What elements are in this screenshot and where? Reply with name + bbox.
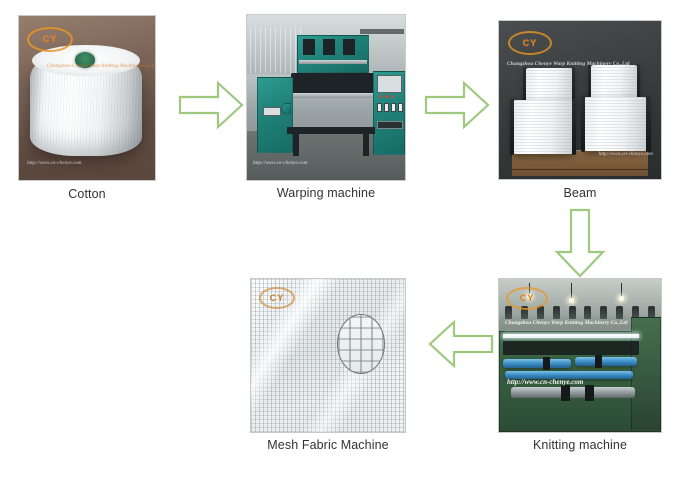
- control-knob[interactable]: [384, 103, 389, 112]
- step-mesh-fabric-machine[interactable]: CY Mesh Fabric Machine: [250, 278, 406, 452]
- creel-rack: [250, 27, 304, 73]
- table-leg-left: [293, 134, 299, 156]
- hmi-touchscreen[interactable]: [377, 75, 402, 93]
- yarn-cone: [616, 306, 624, 319]
- yarn-cone: [647, 306, 655, 319]
- cone-center-hole: [75, 51, 96, 68]
- warping-machine-photo: http://www.cn-chenye.com: [246, 14, 406, 181]
- drum-shaft: [287, 93, 379, 98]
- watermark-company-text: Changzhou Chenye Warp Knitting Machinery…: [47, 64, 156, 69]
- upper-roller-left: [303, 39, 315, 55]
- watermark-url-text: http://www.cn-chenye.com: [27, 161, 82, 166]
- arrow-beam-to-knitting: [552, 208, 608, 278]
- rear-rail: [360, 29, 404, 34]
- takeup-bracket: [585, 385, 594, 401]
- step-warping-machine[interactable]: http://www.cn-chenye.com Warping machine: [246, 14, 406, 200]
- warp-beam-front-right: [580, 95, 651, 152]
- wooden-pallet: [511, 149, 649, 176]
- roller-bracket: [595, 355, 602, 368]
- indicator-led-3: [391, 95, 394, 98]
- upper-beam-bar: [299, 60, 367, 64]
- ceiling-lamp: [619, 296, 624, 301]
- watermark-url-text: http://www.cn-chenye.com: [507, 378, 584, 386]
- step-beam[interactable]: CY Changzhou Chenye Warp Knitting Machin…: [498, 20, 662, 200]
- caption-knitting-machine: Knitting machine: [532, 438, 627, 452]
- watermark-logo-icon: CY: [508, 31, 552, 55]
- yarn-cone: [584, 306, 592, 319]
- upper-roller-right: [343, 39, 355, 55]
- control-knob-row[interactable]: [377, 103, 406, 112]
- indicator-led-2: [385, 95, 388, 98]
- cabinet-nameplate: [377, 121, 403, 129]
- watermark-company-text: Changzhou Chenye Warp Knitting Machinery…: [505, 320, 628, 326]
- blue-roller-2: [575, 357, 637, 366]
- watermark-logo-icon: CY: [259, 287, 295, 309]
- control-knob[interactable]: [398, 103, 403, 112]
- arrow-cotton-to-warping: [178, 78, 244, 132]
- step-cotton[interactable]: CY Changzhou Chenye Warp Knitting Machin…: [18, 15, 156, 201]
- warping-drum: [291, 73, 375, 93]
- yarn-cone: [600, 306, 608, 319]
- mesh-fabric-photo: CY: [250, 278, 406, 433]
- side-hose: [281, 103, 291, 115]
- indicator-led-1: [379, 95, 382, 98]
- table-leg-right: [363, 134, 369, 156]
- caption-cotton: Cotton: [68, 187, 106, 201]
- needle-bar-assembly: [503, 341, 639, 355]
- yarn-cone: [632, 306, 639, 319]
- cotton-yarn-cone: [27, 42, 147, 163]
- watermark-url-text: http://www.cn-chenye.com: [253, 161, 308, 166]
- left-label-plate: [263, 107, 281, 116]
- yarn-creel-row: [505, 305, 655, 319]
- watermark-url-text: http://www.cn-chenye.com: [598, 152, 653, 157]
- arrow-warping-to-beam: [424, 78, 490, 132]
- yarn-cone: [552, 306, 560, 319]
- warp-beam-front-left: [509, 98, 576, 156]
- watermark-company-text: Changzhou Chenye Warp Knitting Machinery…: [507, 61, 630, 67]
- lamp-cord: [621, 283, 622, 297]
- control-knob[interactable]: [391, 103, 396, 112]
- yarn-cone: [568, 306, 576, 319]
- control-knob[interactable]: [405, 103, 406, 112]
- caption-mesh-fabric-machine: Mesh Fabric Machine: [267, 438, 389, 452]
- control-knob[interactable]: [377, 103, 382, 112]
- lamp-cord: [571, 283, 572, 299]
- fluorescent-light: [503, 334, 639, 338]
- caption-warping-machine: Warping machine: [276, 186, 376, 200]
- beam-photo: CY Changzhou Chenye Warp Knitting Machin…: [498, 20, 662, 180]
- yarn-cone: [536, 306, 544, 319]
- fabric-takeup-roller: [511, 387, 635, 398]
- caption-beam: Beam: [563, 186, 597, 200]
- ceiling-lamp: [569, 298, 574, 303]
- knitting-machine-photo: CY Changzhou Chenye Warp Knitting Machin…: [498, 278, 662, 433]
- mesh-detail-callout: [337, 314, 386, 375]
- watermark-logo-icon: CY: [506, 287, 548, 310]
- machine-table: [287, 127, 375, 134]
- upper-roller-mid: [323, 39, 335, 55]
- arrow-knitting-to-mesh: [428, 317, 494, 371]
- step-knitting-machine[interactable]: CY Changzhou Chenye Warp Knitting Machin…: [498, 278, 662, 452]
- watermark-logo-icon: CY: [27, 27, 73, 52]
- yarn-cone: [520, 306, 528, 319]
- blue-roller-3: [505, 371, 633, 379]
- blue-roller-1: [503, 359, 571, 368]
- roller-bracket: [543, 357, 550, 370]
- yarn-cone: [505, 306, 512, 319]
- takeup-bracket: [561, 385, 570, 401]
- cotton-photo: CY Changzhou Chenye Warp Knitting Machin…: [18, 15, 156, 181]
